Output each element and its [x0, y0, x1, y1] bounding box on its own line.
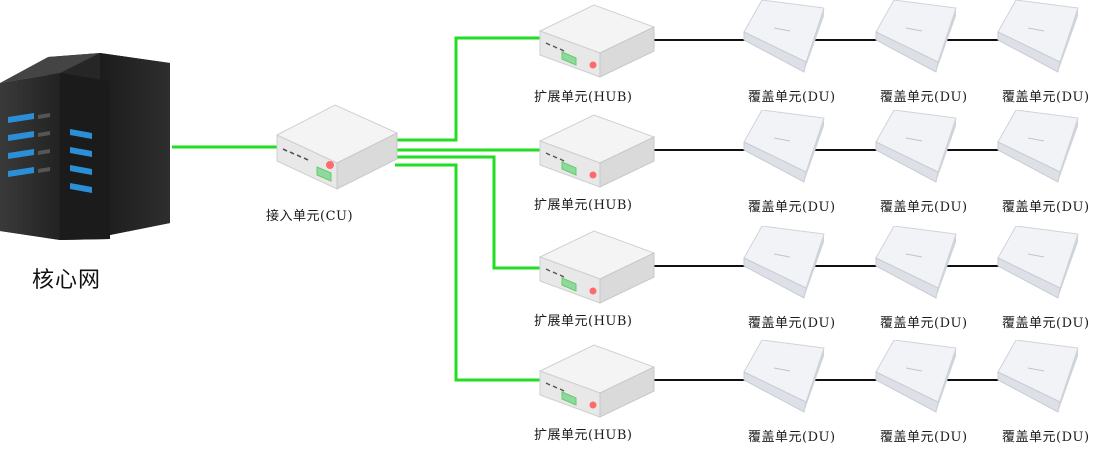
hub-unit-icon — [538, 344, 656, 418]
coverage-unit-du-label: 覆盖单元(DU) — [880, 200, 968, 215]
coverage-unit-du-label: 覆盖单元(DU) — [880, 316, 968, 331]
coverage-unit-du-label: 覆盖单元(DU) — [1002, 200, 1090, 215]
cu-to-hub-link-1 — [395, 36, 540, 142]
coverage-unit-du-label: 覆盖单元(DU) — [748, 430, 836, 445]
hub-unit-icon — [538, 230, 656, 304]
coverage-unit-du-icon — [743, 110, 825, 183]
coverage-unit-du-icon — [875, 110, 957, 183]
coverage-unit-du-icon — [997, 226, 1079, 299]
core-network-server-icon — [0, 53, 170, 240]
coverage-unit-du-label: 覆盖单元(DU) — [748, 316, 836, 331]
coverage-unit-du-icon — [875, 340, 957, 413]
coverage-unit-du-icon — [997, 110, 1079, 183]
cu-to-hub-link-3 — [395, 155, 540, 270]
hub-unit-label: 扩展单元(HUB) — [534, 90, 633, 105]
hub-unit-icon — [538, 114, 656, 188]
coverage-unit-du-label: 覆盖单元(DU) — [880, 430, 968, 445]
hub-unit-label: 扩展单元(HUB) — [534, 428, 633, 443]
coverage-unit-du-label: 覆盖单元(DU) — [748, 200, 836, 215]
coverage-unit-du-label: 覆盖单元(DU) — [1002, 316, 1090, 331]
access-unit-cu-label: 接入单元(CU) — [266, 209, 354, 224]
hub-unit-icon — [538, 4, 656, 78]
coverage-unit-du-icon — [743, 0, 825, 73]
coverage-unit-du-label: 覆盖单元(DU) — [1002, 430, 1090, 445]
coverage-unit-du-icon — [743, 226, 825, 299]
coverage-unit-du-icon — [875, 226, 957, 299]
hub-unit-label: 扩展单元(HUB) — [534, 314, 633, 329]
core-network-label: 核心网 — [32, 268, 102, 293]
access-unit-cu-icon — [275, 104, 399, 190]
coverage-unit-du-label: 覆盖单元(DU) — [748, 90, 836, 105]
coverage-unit-du-icon — [875, 0, 957, 73]
coverage-unit-du-label: 覆盖单元(DU) — [880, 90, 968, 105]
cu-to-hub-link-4 — [395, 163, 540, 382]
coverage-unit-du-icon — [997, 340, 1079, 413]
coverage-unit-du-icon — [997, 0, 1079, 73]
hub-unit-label: 扩展单元(HUB) — [534, 198, 633, 213]
coverage-unit-du-icon — [743, 340, 825, 413]
coverage-unit-du-label: 覆盖单元(DU) — [1002, 90, 1090, 105]
